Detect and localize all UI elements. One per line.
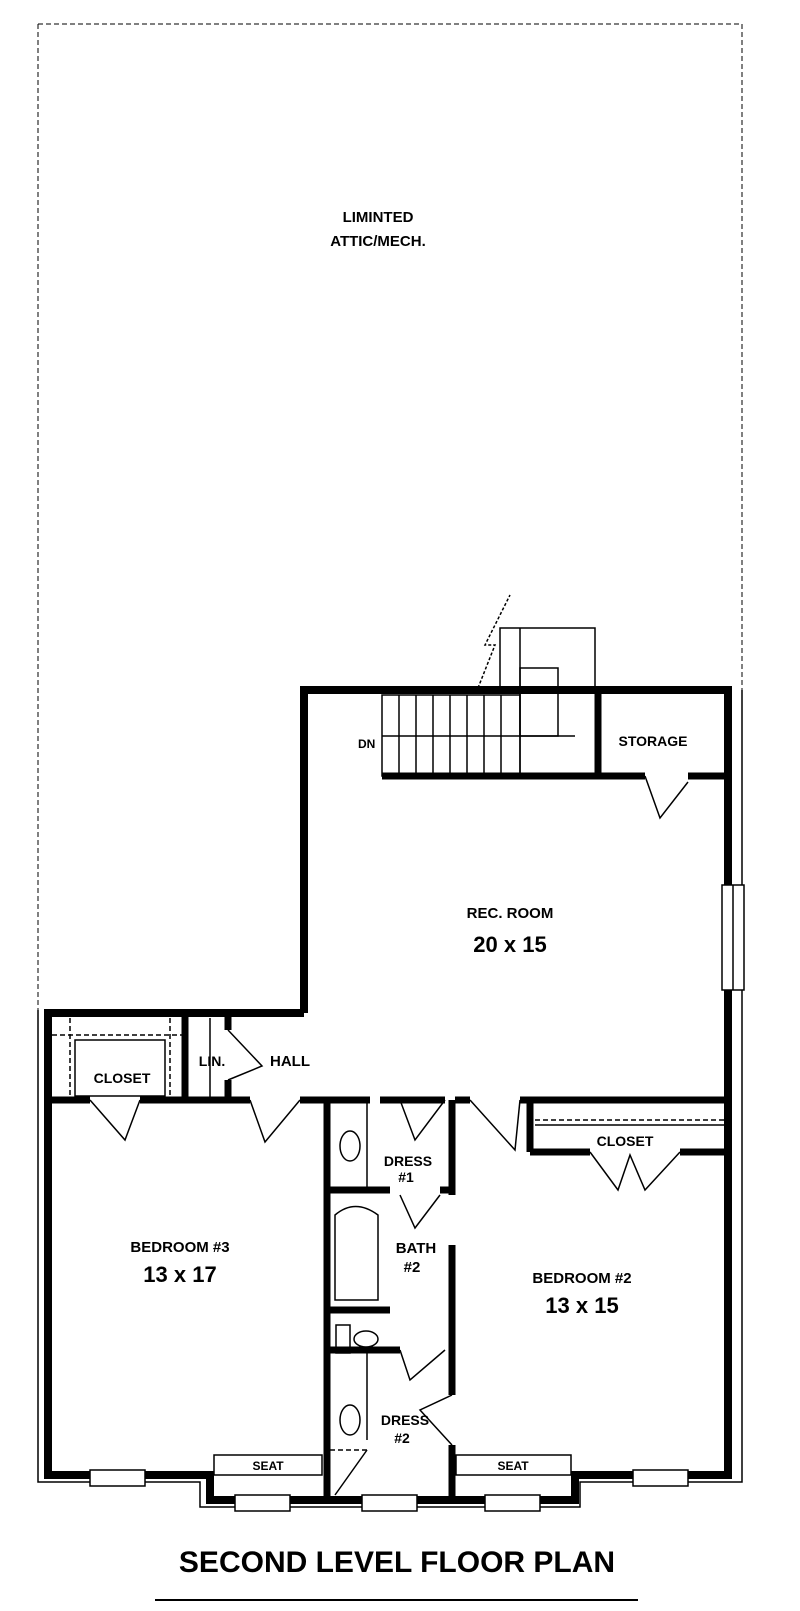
bathtub-icon [334, 1205, 379, 1301]
bedroom2-size: 13 x 15 [545, 1293, 618, 1318]
closet-right-label: CLOSET [597, 1133, 654, 1149]
dress1-label-line2: #1 [398, 1169, 414, 1185]
hall-label: HALL [270, 1053, 310, 1070]
seat-left-label: SEAT [252, 1459, 284, 1473]
window-seats [213, 1454, 572, 1476]
rec-room-label: REC. ROOM [467, 905, 554, 922]
bedroom3-size: 13 x 17 [143, 1262, 216, 1287]
linen-label: LIN. [199, 1053, 225, 1069]
bedroom3-label: BEDROOM #3 [130, 1239, 229, 1256]
plan-title: SECOND LEVEL FLOOR PLAN [179, 1546, 615, 1579]
interior-walls [48, 690, 728, 1500]
closet-left-label: CLOSET [94, 1070, 151, 1086]
fixtures [52, 1018, 725, 1496]
seat-right-label: SEAT [497, 1459, 529, 1473]
staircase [381, 594, 596, 777]
stair-dn-label: DN [358, 737, 375, 751]
storage-label: STORAGE [619, 733, 688, 749]
dress2-label-line2: #2 [394, 1430, 410, 1446]
bath2-label-line1: BATH [396, 1240, 437, 1257]
attic-label-line1: LIMINTED [343, 209, 414, 226]
sink-icon [339, 1404, 361, 1436]
rec-room-size: 20 x 15 [473, 932, 546, 957]
sink-icon [339, 1130, 361, 1162]
dress1-label-line1: DRESS [384, 1153, 432, 1169]
dress2-label-line1: DRESS [381, 1412, 429, 1428]
toilet-icon [353, 1330, 379, 1348]
doors [89, 775, 689, 1446]
attic-outline [37, 23, 743, 1010]
bedroom2-label: BEDROOM #2 [532, 1270, 631, 1287]
bath2-label-line2: #2 [404, 1259, 421, 1276]
windows [89, 884, 745, 1512]
exterior-walls [44, 686, 732, 1504]
attic-label-line2: ATTIC/MECH. [330, 233, 426, 250]
